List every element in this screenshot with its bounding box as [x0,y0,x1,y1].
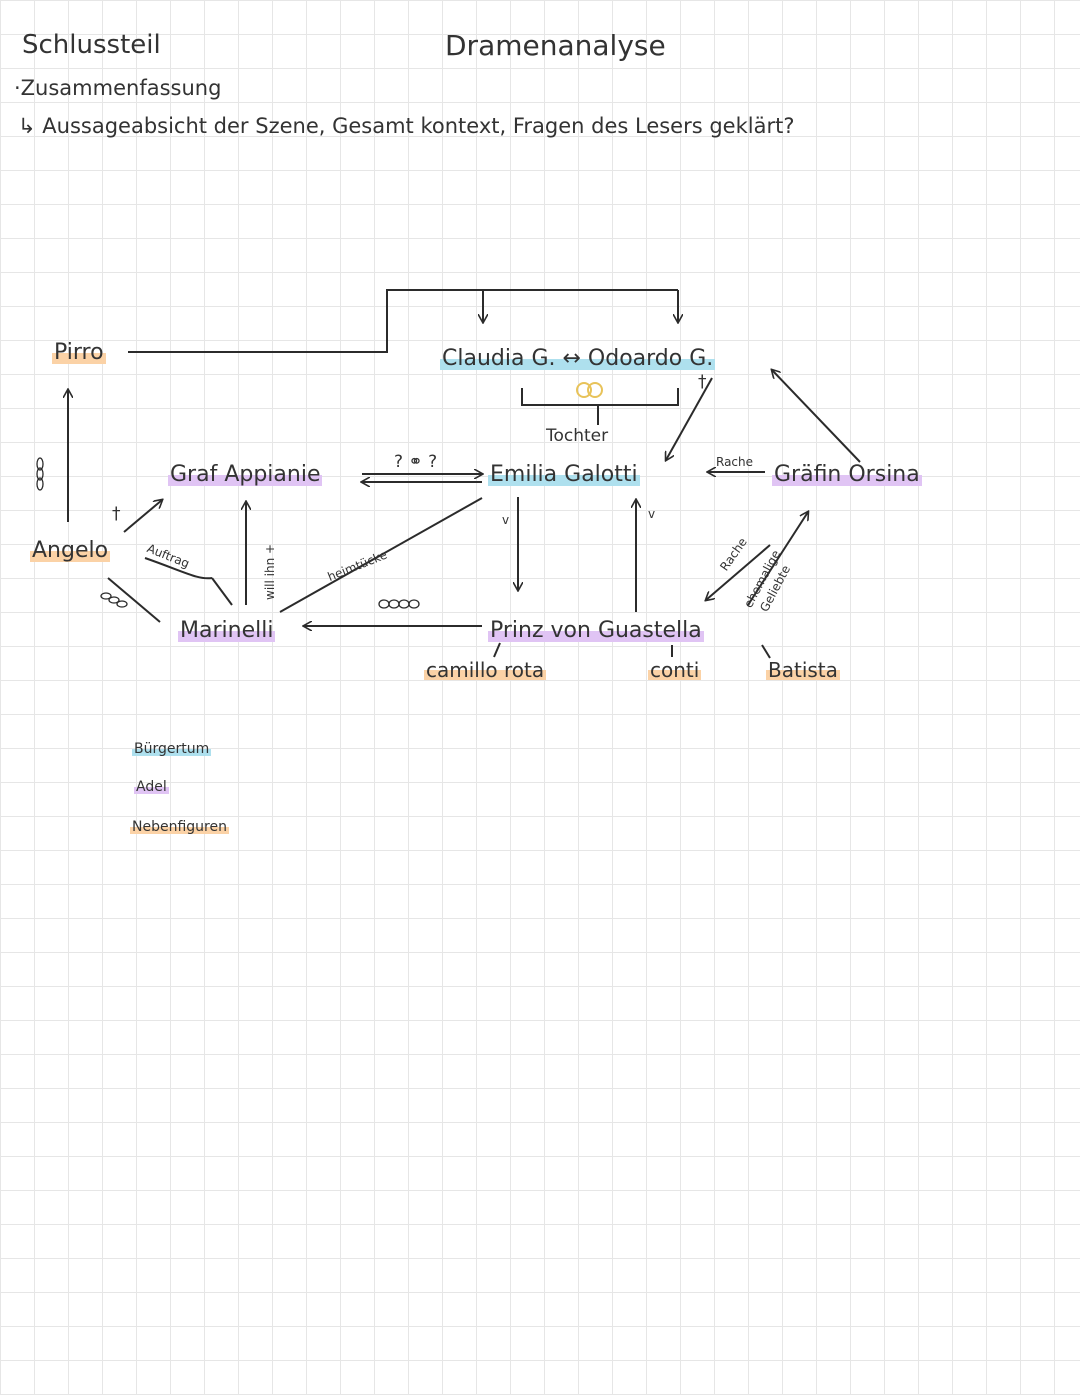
chain-icon-angelo-marinelli [100,592,128,608]
figure-graf-appianie: Graf Appianie [168,462,323,487]
figure-grafin-orsina: Gräfin Orsina [772,462,922,487]
dagger-icon-angelo: † [112,504,121,524]
label-question: ? ⚭ ? [394,452,438,472]
marriage-bracket [521,388,679,406]
label-v-left: v [502,513,510,527]
legend-nebenfiguren: Nebenfiguren [130,819,229,835]
arrow-grafin-to-prinz [706,544,771,600]
figure-pirro: Pirro [52,340,106,365]
line-prinz-to-camillo [493,642,501,658]
label-v-right: v [648,507,656,521]
label-will-ihn: will ihn + [263,543,277,600]
chain-icon-prinz-marinelli [378,599,420,609]
line-auftrag [144,557,213,580]
line-prinz-to-batista [761,644,771,659]
figure-marinelli: Marinelli [178,618,276,643]
legend-burgertum: Bürgertum [132,741,212,757]
line-angelo-marinelli [107,577,161,623]
label-tochter: Tochter [546,426,609,446]
figure-camillo-rota: camillo rota [424,658,547,682]
label-rache-emilia: Rache [716,455,754,469]
legend-adel: Adel [134,779,169,795]
arrow-grafin-to-odoardo [772,370,861,463]
figure-angelo: Angelo [30,538,111,563]
figure-claudia-odoardo: Claudia G. ↔ Odoardo G. [440,346,716,371]
figure-conti: conti [648,658,702,682]
arrow-prinz-to-grafin [747,512,808,606]
line-marinelli-to-auftrag [211,577,233,606]
chain-icon-angelo-pirro [36,457,44,491]
marriage-rings-icon [576,382,603,398]
left-title: Schlussteil [22,30,161,60]
page-title: Dramenanalyse [445,29,666,62]
figure-prinz-von-guastella: Prinz von Guastella [488,618,704,643]
arrow-odoardo-to-emilia [666,377,713,460]
summary-bullet: ·Zusammenfassung [14,76,222,100]
summary-line: ↳ Aussageabsicht der Szene, Gesamt konte… [18,114,795,138]
arrow-angelo-to-graf [123,500,162,533]
line-marinelli-to-emilia [279,497,483,613]
dagger-icon-odoardo: † [698,372,707,392]
figure-batista: Batista [766,658,840,682]
line-pirro-to-parents [128,289,678,353]
figure-emilia-galotti: Emilia Galotti [488,462,640,487]
